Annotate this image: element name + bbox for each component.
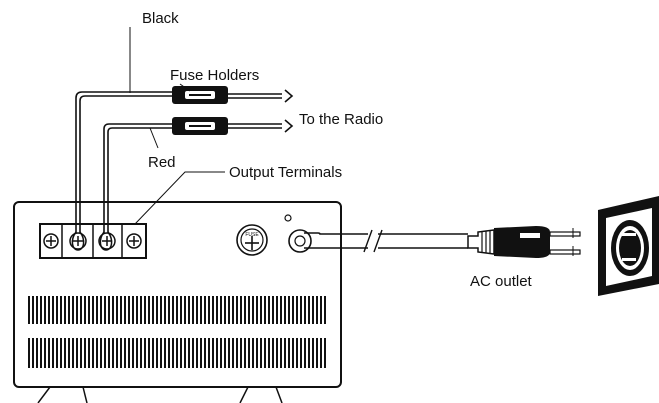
vent-grille-upper <box>28 296 328 324</box>
terminal-screw-1 <box>43 233 59 249</box>
plug-prong-bottom <box>549 249 581 255</box>
fuse-cap: FUSE <box>236 224 268 256</box>
ac-power-cord <box>304 232 468 249</box>
indicator-hole <box>284 214 292 222</box>
leader-output-terminals <box>134 171 225 225</box>
black-wire-loop <box>71 231 85 251</box>
label-fuse-holders: Fuse Holders <box>170 67 259 84</box>
label-ac-outlet: AC outlet <box>470 273 533 290</box>
leader-fuse-holders <box>179 83 191 92</box>
label-black: Black <box>142 10 179 27</box>
terminal-screw-4 <box>126 233 142 249</box>
unit-foot-right <box>239 386 249 403</box>
cord-break-mark-1 <box>363 229 373 253</box>
outlet-slot-bottom <box>622 258 636 261</box>
leader-red <box>149 127 159 149</box>
wall-outlet <box>598 196 659 296</box>
fuse-cap-text: FUSE <box>245 232 259 238</box>
arrow-to-radio-2 <box>284 119 294 133</box>
plug-prong-top <box>549 231 581 237</box>
ac-plug <box>467 226 581 258</box>
label-to-the-radio: To the Radio <box>299 111 383 128</box>
fuse-holder-red <box>172 117 228 135</box>
vent-grille-lower <box>28 338 328 368</box>
fuse-holder-black <box>172 86 228 104</box>
label-output-terminals: Output Terminals <box>229 164 342 181</box>
red-wire-loop <box>99 231 113 251</box>
label-red: Red <box>148 154 176 171</box>
black-wire <box>75 91 282 233</box>
output-terminal-block <box>39 223 147 259</box>
unit-foot-left <box>37 386 51 403</box>
outlet-slot-top <box>622 233 636 236</box>
arrow-to-radio-1 <box>284 89 294 103</box>
cord-break-mark-2 <box>373 229 383 253</box>
cord-grommet <box>288 229 312 253</box>
red-wire <box>103 123 282 233</box>
